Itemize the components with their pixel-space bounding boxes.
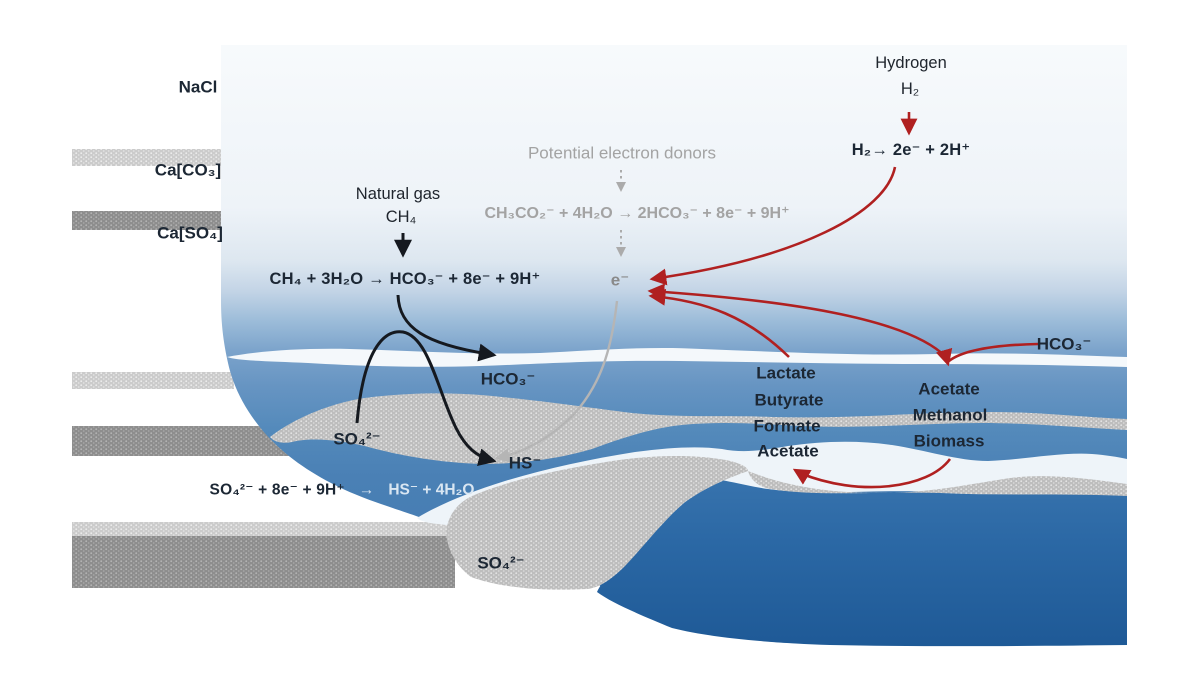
sulfate-upper-label: SO₄²⁻: [333, 429, 381, 449]
sulfate-reduction-equation: SO₄²⁻ + 8e⁻ + 9H⁺ → HS⁻ + 4H₂O: [210, 481, 475, 498]
arrow-electron-to-hs: [494, 300, 619, 463]
methane-oxidation-equation: CH₄ + 3H₂O → HCO₃⁻ + 8e⁻ + 9H⁺: [269, 269, 541, 288]
fermentation-product-acetate: Acetate: [757, 441, 819, 461]
natural-gas-formula: CH₄: [385, 207, 417, 226]
synthesis-product-acetate: Acetate: [918, 379, 980, 399]
arrow-hco3-to-acetate: [948, 342, 1039, 363]
arrow-ch4-to-hco3: [396, 294, 497, 362]
arrow-biomass-to-acetate: [792, 458, 952, 489]
arrow-lactate-group-to-electron: [648, 288, 790, 358]
deep-water-wedge: [597, 469, 1127, 647]
sulfate-lower-label: SO₄²⁻: [477, 553, 525, 573]
sulfate-reduction-products: HS⁻ + 4H₂O: [388, 481, 475, 499]
strata-band-light-3: [72, 522, 452, 536]
arrow-electron-acetate-exchange: [647, 283, 953, 367]
salt-strata-label: NaCl: [178, 77, 218, 97]
hydrogen-formula: H₂: [900, 79, 920, 98]
lower-sediment-gray: [748, 471, 1127, 496]
sulfate-sediment-band: [270, 393, 1127, 464]
electron-pool-label: e⁻: [610, 270, 630, 290]
hydrogen-oxidation-equation: H₂→ 2e⁻ + 2H⁺: [851, 140, 971, 159]
bicarbonate-right-label: HCO₃⁻: [1036, 334, 1092, 354]
carbonate-strata-label: Ca[CO₃]: [154, 160, 222, 180]
strata-band-dark-3: [72, 536, 455, 588]
strata-band-light-2: [72, 372, 234, 389]
fermentation-product-lactate: Lactate: [756, 363, 816, 383]
sulfate-reduction-reactants: SO₄²⁻ + 8e⁻ + 9H⁺: [209, 481, 345, 499]
strata-band-anhydrite: [72, 211, 226, 230]
hydrogen-title: Hydrogen: [875, 53, 947, 72]
strata-band-carbonate: [72, 149, 223, 166]
strata-band-dark-2: [72, 426, 290, 456]
bicarbonate-mid-label: HCO₃⁻: [480, 369, 536, 389]
anhydrite-strata-label: Ca[SO₄]: [157, 223, 223, 243]
acetate-oxidation-equation: CH₃CO₂⁻ + 4H₂O → 2HCO₃⁻ + 8e⁻ + 9H⁺: [484, 205, 790, 223]
arrow-so4-to-hs: [355, 330, 497, 467]
fermentation-product-formate: Formate: [753, 416, 821, 436]
natural-gas-title: Natural gas: [355, 184, 441, 203]
arrow-h2-to-electron: [649, 166, 897, 286]
synthesis-product-methanol: Methanol: [912, 405, 988, 425]
synthesis-product-biomass: Biomass: [913, 431, 985, 451]
sulfate-lobe-lower: [446, 455, 748, 590]
sulfide-label: HS⁻: [508, 453, 542, 473]
sulfate-reduction-arrow: →: [358, 481, 375, 499]
potential-electron-donors-title: Potential electron donors: [527, 143, 717, 163]
fermentation-product-butyrate: Butyrate: [754, 390, 824, 410]
